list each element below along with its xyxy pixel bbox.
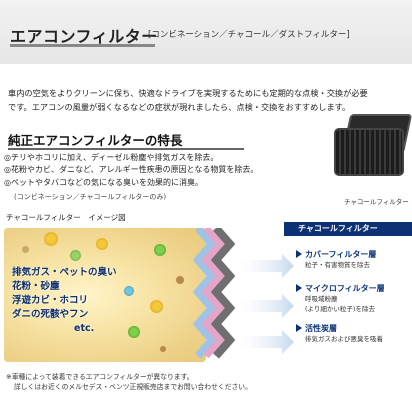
pollutant-area <box>4 228 206 362</box>
dust-particle-icon <box>176 276 184 284</box>
feature-item: ◎ペットやタバコなどの気になる臭いを効果的に消臭。 <box>4 177 203 187</box>
layer-desc: 粒子・有害物質を除去 <box>305 261 370 269</box>
pollutant-label: 浮遊カビ・ホコリ <box>12 295 89 306</box>
micro-layer <box>201 228 225 359</box>
layer-name: マイクロフィルター層 <box>305 284 385 293</box>
layer-desc: 排気ガスおよび悪臭を吸着 <box>305 335 383 343</box>
layer-micro: マイクロフィルター層 呼吸域粉塵 (より細かい粒子)を除去 <box>296 284 385 314</box>
charcoal-filter-icon <box>332 114 412 182</box>
pollen-particle-icon <box>44 232 58 246</box>
clean-air-arrow-2 <box>238 294 294 318</box>
filter-front-panel <box>334 128 404 176</box>
pollutant-labels: 排気ガス・ペットの臭い 花粉・砂塵 浮遊カビ・ホコリ ダニの死骸やフン etc. <box>12 266 117 336</box>
page-subtitle: [コンビネーション／チャコール／ダストフィルター] <box>148 30 350 40</box>
dust-particle-icon <box>160 346 166 352</box>
pollutant-label: 排気ガス・ペットの臭い <box>12 267 117 278</box>
page-title: エアコンフィルター <box>10 27 158 46</box>
layer-name: 活性炭層 <box>305 324 337 333</box>
cover-layer <box>192 228 218 359</box>
layer-cover: カバーフィルター層 粒子・有害物質を除去 <box>296 250 376 270</box>
mold-particle-icon <box>70 250 81 261</box>
pollen-particle-icon <box>150 300 163 313</box>
dust-particle-icon <box>124 286 134 296</box>
layer-name: カバーフィルター層 <box>305 250 377 259</box>
dust-particle-icon <box>22 246 29 253</box>
layer-desc: 呼吸域粉塵 <box>305 295 338 303</box>
intro-line: です。エアコンの風量が弱くなるなどの症状が現れましたら、点検・交換をおすすめしま… <box>8 102 351 112</box>
features-list: ◎チリやホコリに加え、ディーゼル粉塵や排気ガスを除去。 ◎花粉やカビ、ダニなど、… <box>4 152 258 189</box>
pollutant-label: 花粉・砂塵 <box>12 281 60 292</box>
clean-air-arrow-1 <box>238 254 294 278</box>
features-title: 純正エアコンフィルターの特長 <box>8 133 183 148</box>
footnote-line: 詳しくはお近くのメルセデス・ベンツ正規販売店までお問い合わせください。 <box>14 383 252 391</box>
clean-air-arrow-3 <box>238 330 294 354</box>
mold-particle-icon <box>128 326 140 338</box>
page-header <box>0 0 412 64</box>
title-underline <box>10 44 155 47</box>
footnote-line: ※車種によって装着できるエアコンフィルターが異なります。 <box>6 373 194 381</box>
pollutant-label: etc. <box>74 323 95 334</box>
legend-title: チャコールフィルター <box>284 222 412 236</box>
features-note: (コンビネーション／チャコールフィルターのみ) <box>14 193 167 201</box>
layer-desc: (より細かい粒子)を除去 <box>305 305 375 313</box>
diagram-label: チャコールフィルター イメージ図 <box>6 213 126 222</box>
pollutant-label: ダニの死骸やフン <box>12 309 89 320</box>
mold-particle-icon <box>154 244 166 256</box>
intro-line: 車内の空気をよりクリーンに保ち、快適なドライブを実現するためにも定期的な点検・交… <box>8 88 368 98</box>
filter-caption: チャコールフィルター <box>344 198 409 206</box>
footnote: ※車種によって装着できるエアコンフィルターが異なります。 詳しくはお近くのメルセ… <box>6 372 252 392</box>
layer-carbon: 活性炭層 排気ガスおよび悪臭を吸着 <box>296 324 383 344</box>
triangle-icon <box>296 284 302 292</box>
carbon-layer <box>210 228 236 359</box>
feature-item: ◎チリやホコリに加え、ディーゼル粉塵や排気ガスを除去。 <box>4 153 219 162</box>
feature-item: ◎花粉やカビ、ダニなど、アレルギー性疾患の原因となる物質を除去。 <box>4 165 259 175</box>
triangle-icon <box>296 250 302 258</box>
filter-layers-graphic <box>192 228 294 359</box>
triangle-icon <box>296 324 302 332</box>
features-underline <box>8 148 244 150</box>
pollen-particle-icon <box>96 238 108 250</box>
intro-text: 車内の空気をよりクリーンに保ち、快適なドライブを実現するためにも定期的な点検・交… <box>8 86 408 114</box>
